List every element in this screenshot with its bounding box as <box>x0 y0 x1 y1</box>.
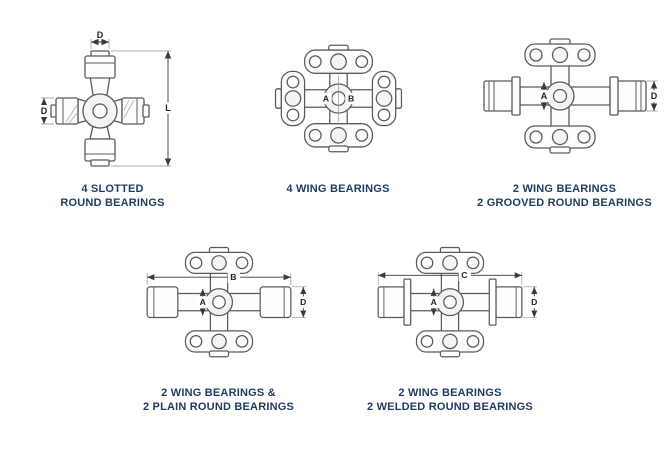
figure-2-wing-2-welded-round: C A D 2 WING BEARINGS 2 WELDED ROUND BEA… <box>350 230 550 415</box>
dim-label-a: A <box>431 297 437 307</box>
bottom-slotted-bearing <box>83 138 116 167</box>
bottom-wing-bearing <box>303 123 373 153</box>
joint-body <box>518 63 611 129</box>
dim-label-d: D <box>650 91 657 101</box>
figure-4-wing-bearings: A B 4 WING BEARINGS <box>243 14 433 196</box>
caption-line-2: 2 PLAIN ROUND BEARINGS <box>142 401 295 414</box>
caption-line-1: 4 WING BEARINGS <box>286 183 390 195</box>
right-slotted-bearing <box>120 97 150 125</box>
drawing-2-wing-2-plain-round: B A D <box>146 246 309 358</box>
dimension-a-b: A B <box>319 75 357 122</box>
caption-4-wing-bearings: 4 WING BEARINGS <box>243 182 433 196</box>
caption-line-1: 2 WING BEARINGS <box>512 183 617 195</box>
dim-label-d-left: D <box>40 106 47 116</box>
caption-line-1: 2 WING BEARINGS & <box>161 387 276 399</box>
drawing-2-wing-2-grooved-round: A D <box>482 38 660 154</box>
dim-label-d: D <box>300 297 306 307</box>
top-slotted-bearing <box>83 50 116 79</box>
right-grooved-round-bearing <box>608 76 647 116</box>
bottom-wing-bearing <box>523 125 596 154</box>
top-wing-bearing <box>523 38 596 67</box>
left-welded-round-bearing <box>377 278 412 326</box>
dim-label-d: D <box>531 297 537 307</box>
fig-area-2: A B <box>243 14 433 176</box>
caption-line-1: 4 SLOTTED <box>81 183 144 195</box>
fig-area-3: A D <box>462 14 667 176</box>
drawing-2-wing-2-welded-round: C A D <box>377 246 541 358</box>
caption-2-wing-2-plain-round: 2 WING BEARINGS & 2 PLAIN ROUND BEARINGS <box>116 386 321 415</box>
left-wing-bearing <box>274 70 305 127</box>
caption-2-wing-2-grooved-round: 2 WING BEARINGS 2 GROOVED ROUND BEARINGS <box>462 182 667 211</box>
joint-body <box>76 75 123 140</box>
fig-area-1: D D L <box>15 14 210 176</box>
fig-area-4: B A D <box>116 230 321 380</box>
dim-label-b: B <box>230 272 236 282</box>
caption-line-1: 2 WING BEARINGS <box>398 387 502 399</box>
drawing-4-slotted-round-bearings: D D L <box>37 30 174 167</box>
bottom-wing-bearing <box>184 330 253 358</box>
caption-line-2: 2 WELDED ROUND BEARINGS <box>367 401 533 414</box>
dim-label-a: A <box>540 91 547 101</box>
caption-4-slotted-round-bearings: 4 SLOTTED ROUND BEARINGS <box>15 182 210 211</box>
dimension-d-left: D <box>37 97 54 125</box>
dimension-d-top: D <box>90 30 109 49</box>
dimension-d: D <box>291 286 309 318</box>
dim-label-b: B <box>347 93 353 103</box>
dim-label-c: C <box>461 270 467 280</box>
dimension-l-right: L <box>110 50 174 167</box>
dimension-b: B <box>146 271 291 285</box>
dim-label-a: A <box>199 297 205 307</box>
left-slotted-bearing <box>49 97 79 125</box>
top-wing-bearing <box>303 44 373 74</box>
dimension-a: A <box>196 288 208 316</box>
drawing-4-wing-bearings: A B <box>274 44 402 153</box>
top-wing-bearing <box>415 246 485 275</box>
dim-label-l: L <box>165 103 171 113</box>
dimension-c: C <box>377 269 523 285</box>
right-welded-round-bearing <box>488 278 523 326</box>
right-plain-round-bearing <box>259 286 291 319</box>
joint-body <box>174 270 263 334</box>
bottom-wing-bearing <box>415 330 485 358</box>
dim-label-a: A <box>322 93 329 103</box>
joint-body <box>408 270 492 334</box>
left-plain-round-bearing <box>146 286 178 319</box>
figure-2-wing-2-grooved-round: A D 2 WING BEARINGS 2 GROOVED ROUND BEAR… <box>462 14 667 211</box>
fig-area-5: C A D <box>350 230 550 380</box>
figure-2-wing-2-plain-round: B A D 2 WING BEARINGS & 2 PLAIN ROUND BE… <box>116 230 321 415</box>
dimension-a: A <box>427 288 440 316</box>
caption-2-wing-2-welded-round: 2 WING BEARINGS 2 WELDED ROUND BEARINGS <box>350 386 550 415</box>
dimension-d: D <box>646 80 660 112</box>
dimension-a: A <box>537 82 550 110</box>
figure-4-slotted-round-bearings: D D L 4 SLOTTED ROUND BEARINGS <box>15 14 210 211</box>
caption-line-2: 2 GROOVED ROUND BEARINGS <box>477 197 652 210</box>
right-wing-bearing <box>371 70 402 127</box>
caption-line-2: ROUND BEARINGS <box>60 197 165 210</box>
dimension-d: D <box>522 286 541 318</box>
dim-label-d-top: D <box>96 30 103 40</box>
left-grooved-round-bearing <box>482 76 521 116</box>
top-wing-bearing <box>184 246 253 275</box>
